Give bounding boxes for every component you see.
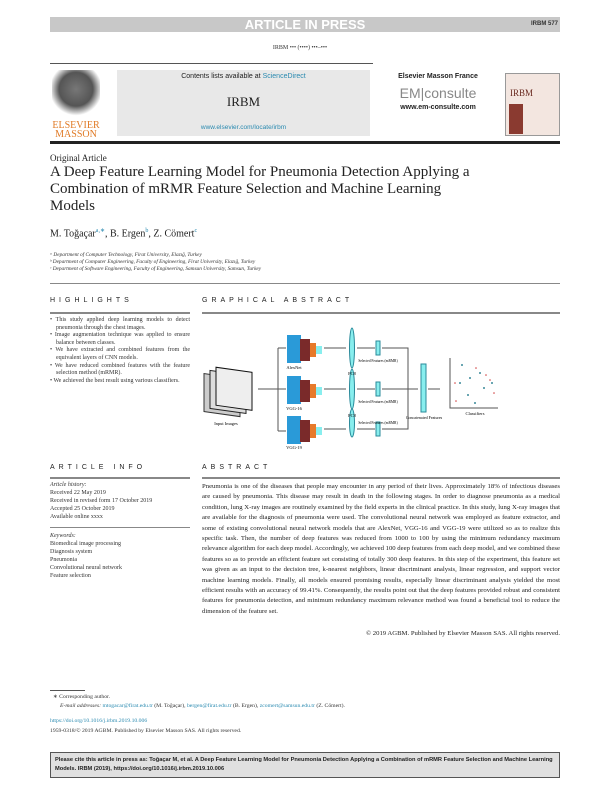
abstract-heading: ABSTRACT xyxy=(202,464,272,471)
affiliation: ᵇ Department of Computer Engineering, Fa… xyxy=(50,259,256,265)
journal-cover: IRBM xyxy=(505,73,560,136)
article-title: A Deep Feature Learning Model for Pneumo… xyxy=(50,164,470,214)
em-publisher: Elsevier Masson France xyxy=(398,73,478,80)
author-affil[interactable]: c xyxy=(194,228,198,234)
sciencedirect-link[interactable]: ScienceDirect xyxy=(262,73,306,80)
history-label: Article history: xyxy=(50,482,87,488)
email-owner: (Z. Cömert). xyxy=(314,703,345,709)
cnn-vgg19: VGG-19 xyxy=(286,416,322,450)
doi-link[interactable]: https://doi.org/10.1016/j.irbm.2019.10.0… xyxy=(50,718,148,724)
journal-name: IRBM xyxy=(226,94,261,109)
issn-line: 1959-0318/© 2019 AGBM. Published by Else… xyxy=(50,728,242,734)
highlight-item: • We have reduced combined features with… xyxy=(50,362,190,377)
input-images: Input Images xyxy=(203,366,253,426)
cnn-alexnet: AlexNet xyxy=(286,335,322,370)
abstract-text: Pneumonia is one of the diseases that pe… xyxy=(202,483,560,615)
keyword: Convolutional neural network xyxy=(50,565,122,571)
input-images-label: Input Images xyxy=(214,421,238,426)
model-label: VGG-19 xyxy=(286,445,302,450)
highlight-item: • This study applied deep learning model… xyxy=(50,317,190,331)
keyword: Pneumonia xyxy=(50,557,77,563)
history-item: Received 22 May 2019 xyxy=(50,490,106,496)
concatenated-features-label: Concatenated Features xyxy=(406,415,443,420)
highlight-item: • Image augmentation technique was appli… xyxy=(50,332,190,346)
divider xyxy=(50,283,560,284)
highlight-item: • We achieved the best result using vari… xyxy=(50,377,180,384)
keyword: Biomedical image processing xyxy=(50,541,121,547)
selected-features-label: Selected Features (mRMR) xyxy=(358,400,398,404)
corresponding-note: ∗ Corresponding author. xyxy=(53,694,111,700)
affiliation: ᶜ Department of Software Engineering, Fa… xyxy=(50,266,262,272)
classifier-plot: Classifiers xyxy=(449,358,498,416)
graphical-abstract-heading: GRAPHICAL ABSTRACT xyxy=(202,297,354,304)
email-link[interactable]: bergen@firat.edu.tr xyxy=(186,703,232,709)
highlight-item: • We have extracted and combined feature… xyxy=(50,347,190,361)
header-rule xyxy=(50,141,560,144)
cnn-vgg16: VGG-16 xyxy=(286,376,322,411)
contents-prefix: Contents lists available at xyxy=(181,73,263,80)
divider xyxy=(50,63,373,64)
model-label: AlexNet xyxy=(286,365,302,370)
highlights-list: • This study applied deep learning model… xyxy=(50,317,190,385)
history-item: Received in revised form 17 October 2019 xyxy=(50,498,153,504)
elsevier-logo: ELSEVIER MASSON xyxy=(50,70,102,140)
email-owner: (M. Toğaçar), xyxy=(152,703,187,709)
keyword: Feature selection xyxy=(50,573,91,579)
em-consulte-block: Elsevier Masson France EM|consulte www.e… xyxy=(382,73,494,111)
email-owner: (B. Ergen), xyxy=(231,703,260,709)
cover-bar xyxy=(509,104,523,134)
journal-url[interactable]: www.elsevier.com/locate/irbm xyxy=(200,124,287,131)
keywords: Keywords: Biomedical image processing Di… xyxy=(50,532,122,580)
divider xyxy=(202,312,560,314)
model-label: VGG-16 xyxy=(286,406,302,411)
author: M. Toğaçar xyxy=(50,228,96,240)
volume-line: IRBM ••• (••••) •••–••• xyxy=(272,45,328,51)
article-id: IRBM 577 xyxy=(530,21,558,27)
divider xyxy=(50,477,190,479)
history-item: Available online xxxx xyxy=(50,514,103,520)
keywords-label: Keywords: xyxy=(50,533,76,539)
em-logo: EM|consulte xyxy=(399,85,477,101)
article-type: Original Article xyxy=(50,153,107,163)
author: Z. Cömert xyxy=(153,228,195,240)
highlights-heading: HIGHLIGHTS xyxy=(50,297,133,304)
article-in-press-banner: ARTICLE IN PRESS IRBM 577 xyxy=(50,17,560,32)
email-link[interactable]: mtogacar@firat.edu.tr xyxy=(102,703,153,709)
authors: M. Toğaçara,∗, B. Ergenb, Z. Cömertc xyxy=(50,228,198,240)
graphical-abstract-figure: Input Images AlexNet VGG-16 VGG-19 FC8 F… xyxy=(203,327,498,450)
article-history: Article history: Received 22 May 2019 Re… xyxy=(50,481,152,521)
divider xyxy=(202,477,560,479)
classifiers-label: Classifiers xyxy=(466,411,485,416)
author-affil[interactable]: a,∗ xyxy=(95,228,105,234)
abstract-copyright: © 2019 AGBM. Published by Elsevier Masso… xyxy=(366,630,560,637)
banner-text: ARTICLE IN PRESS xyxy=(244,17,366,32)
selected-features-label: Selected Features (mRMR) xyxy=(358,359,398,363)
fc8-layers xyxy=(349,327,427,438)
divider xyxy=(50,527,190,528)
email-addresses: E-mail addresses: mtogacar@firat.edu.tr … xyxy=(60,703,345,709)
em-url[interactable]: www.em-consulte.com xyxy=(400,104,476,111)
selected-features-label: Selected Features (mRMR) xyxy=(358,421,398,425)
contents-line: Contents lists available at ScienceDirec… xyxy=(117,73,370,80)
publisher-logo-text: ELSEVIER MASSON xyxy=(52,120,100,140)
fc8-label: FC8 xyxy=(348,413,357,418)
divider xyxy=(50,312,190,314)
author-affil[interactable]: b xyxy=(145,228,149,234)
affiliation: ᵃ Department of Computer Technology, Fir… xyxy=(50,252,202,258)
author: B. Ergen xyxy=(109,228,146,240)
email-link[interactable]: zcomert@samsun.edu.tr xyxy=(259,703,315,709)
keyword: Diagnosis system xyxy=(50,549,93,555)
footnote-rule xyxy=(50,690,85,691)
email-label: E-mail addresses: xyxy=(60,703,102,709)
citation-box: Please cite this article in press as: To… xyxy=(50,752,560,778)
cover-title: IRBM xyxy=(510,88,534,98)
fc8-label: FC8 xyxy=(348,371,357,376)
journal-box: Contents lists available at ScienceDirec… xyxy=(117,70,370,136)
article-info-heading: ARTICLE INFO xyxy=(50,464,147,471)
history-item: Accepted 25 October 2019 xyxy=(50,506,115,512)
tree-icon xyxy=(52,70,100,118)
